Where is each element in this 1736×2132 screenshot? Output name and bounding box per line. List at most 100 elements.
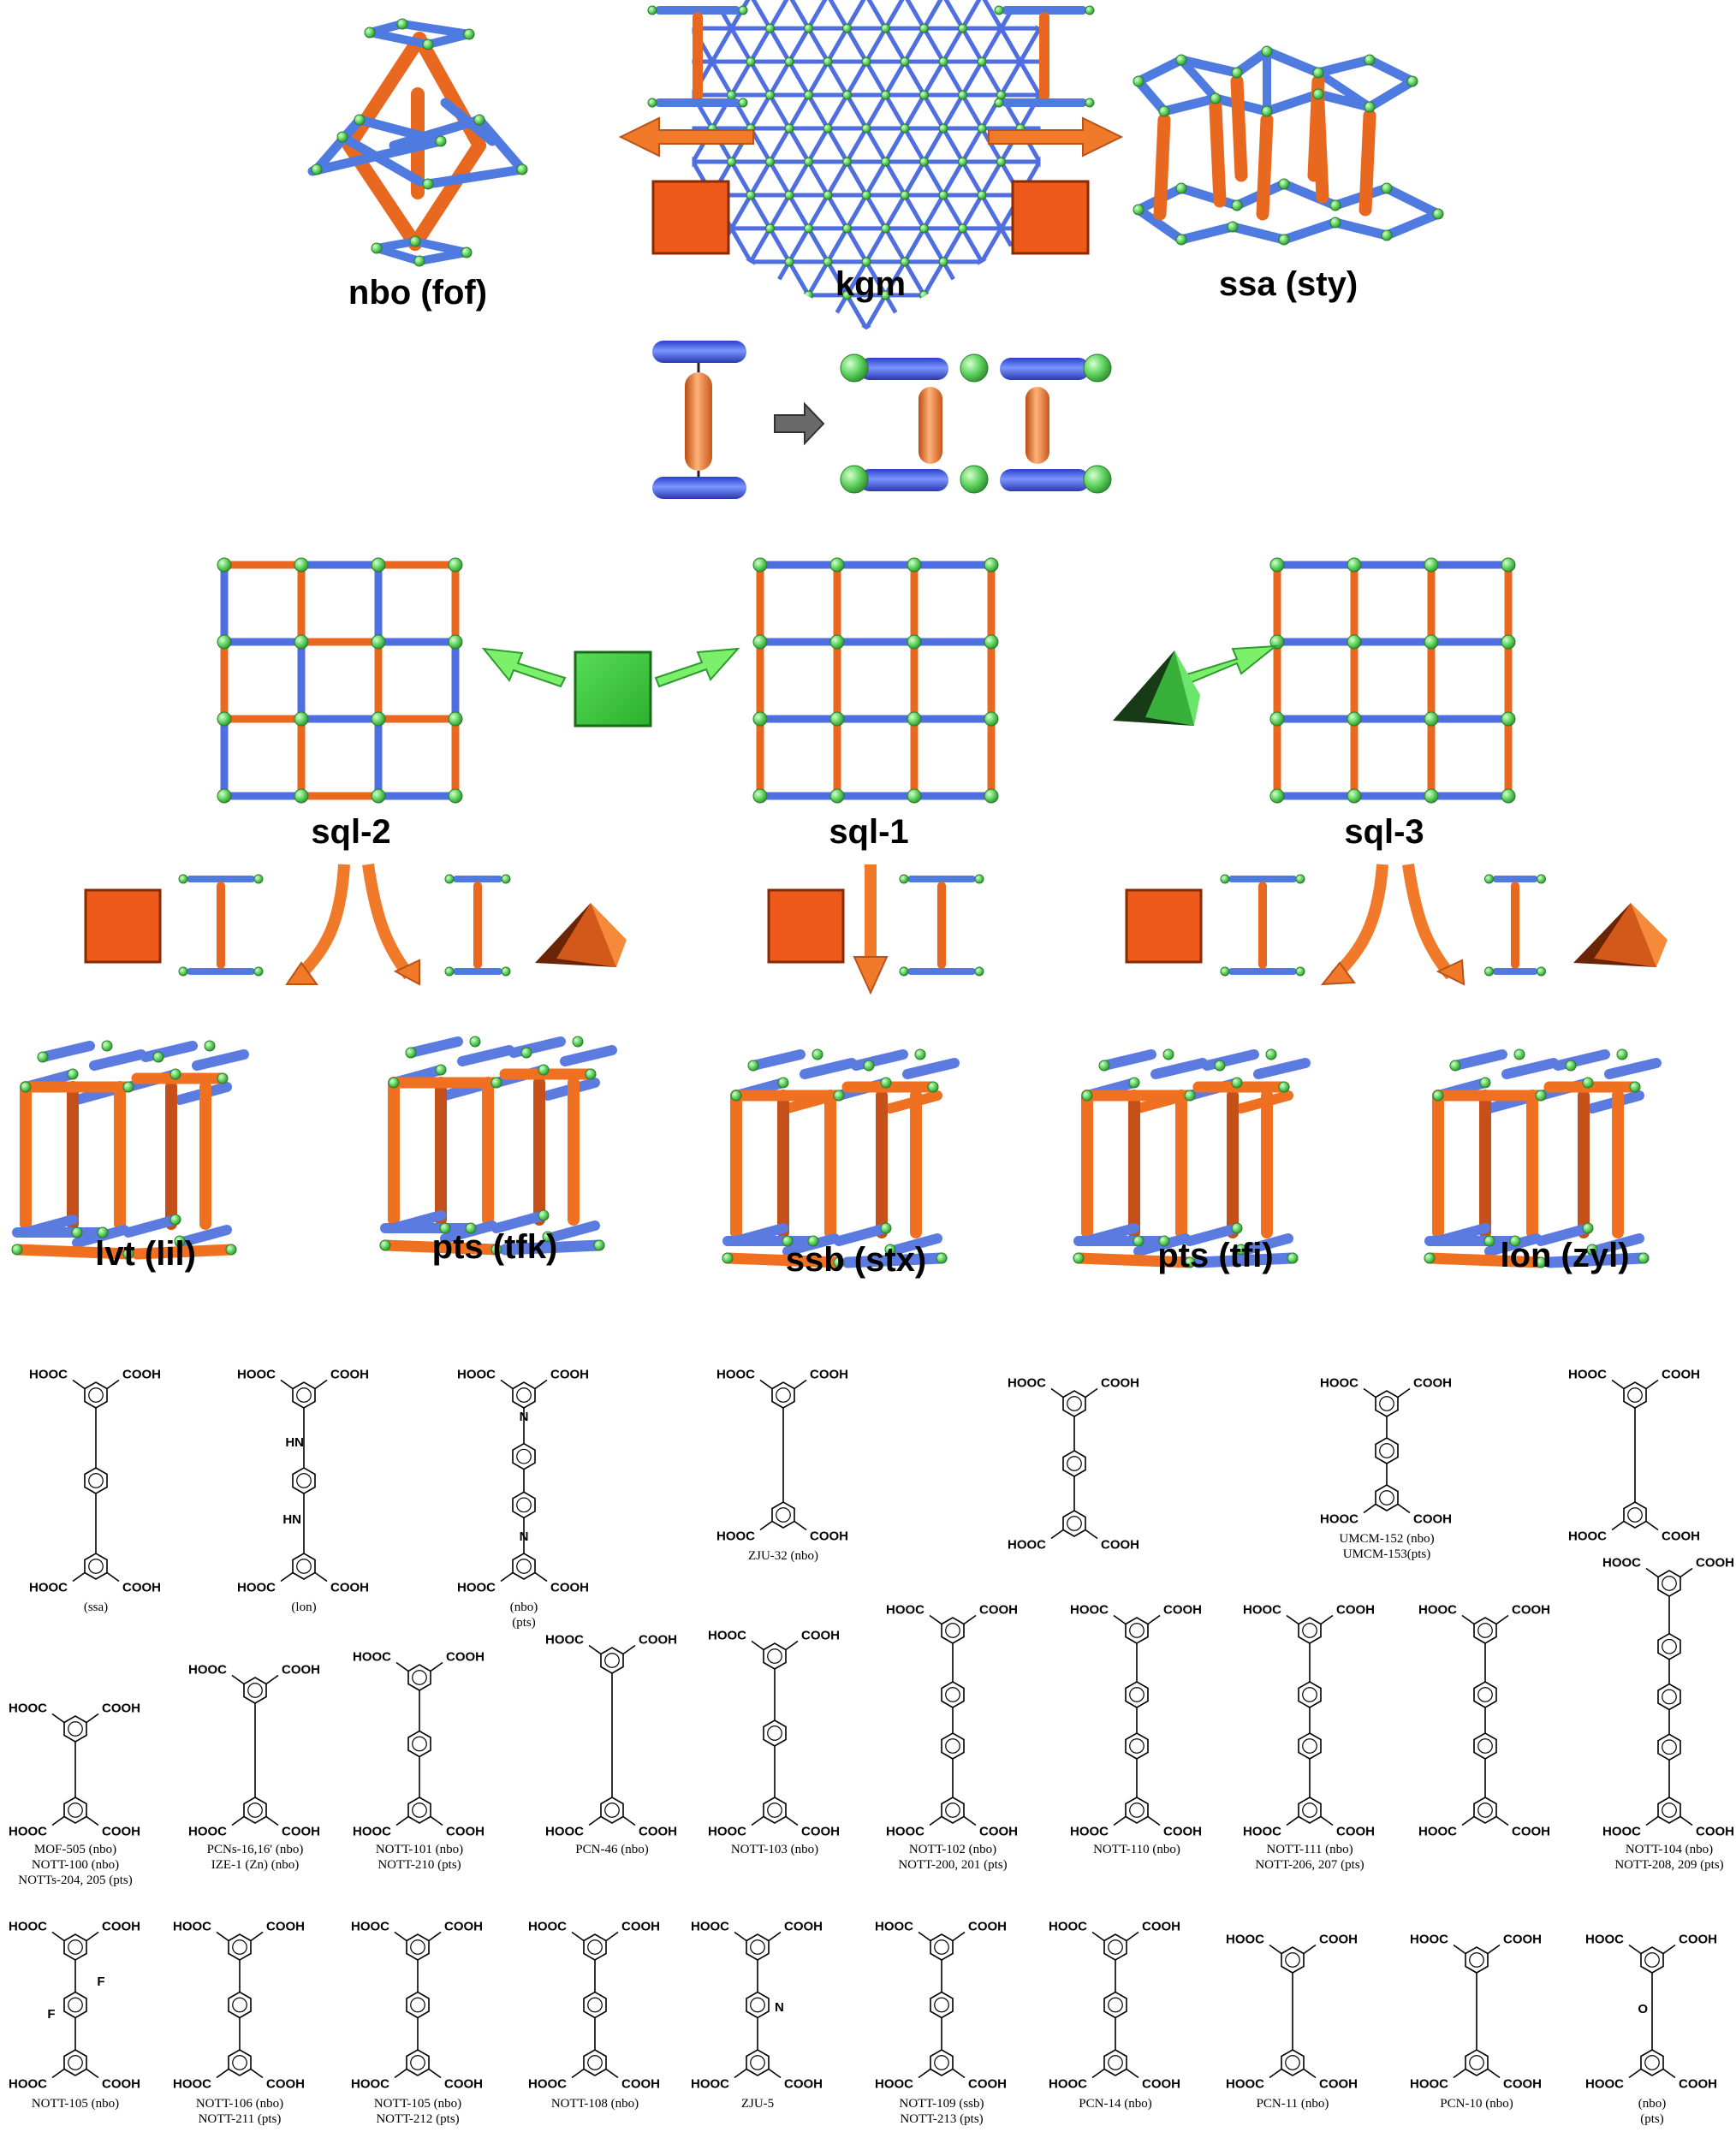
chem-group: HOOC	[545, 1825, 584, 1839]
chem-group: HOOC	[1049, 1920, 1087, 1934]
molecule-caption: UMCM-152 (nbo)	[1339, 1532, 1434, 1546]
chem-group: COOH	[801, 1825, 840, 1839]
chem-group: HOOC	[188, 1663, 227, 1678]
molecule-caption: NOTT-213 (pts)	[900, 2112, 983, 2126]
chem-group: COOH	[1503, 2077, 1542, 2092]
chem-group: HOOC	[351, 2077, 389, 2092]
net-ssa-sty	[1133, 45, 1444, 246]
molecule-caption: NOTT-211 (pts)	[199, 2112, 282, 2126]
chem-group: COOH	[444, 2077, 483, 2092]
chem-group: HOOC	[716, 1368, 755, 1382]
molecule-caption: (nbo)	[510, 1600, 538, 1614]
linker-i-large	[652, 341, 746, 499]
chem-group: N	[775, 2000, 784, 2015]
label-kgm: kgm	[835, 265, 906, 303]
square-sbu-ssb	[767, 888, 845, 964]
molecule-caption: MOF-505 (nbo)	[34, 1843, 116, 1856]
chem-group: COOH	[784, 1920, 823, 1934]
chem-group: COOH	[550, 1581, 589, 1595]
chem-group: COOH	[122, 1581, 161, 1595]
molecule-caption: NOTT-103 (nbo)	[731, 1843, 818, 1856]
molecule-caption: ZJU-32 (nbo)	[748, 1549, 818, 1563]
grid-sql-3	[1269, 557, 1516, 804]
chem-group: HN	[282, 1512, 301, 1527]
chem-group: HOOC	[1226, 2077, 1264, 2092]
chem-group: HOOC	[173, 1920, 211, 1934]
chem-group: HOOC	[1226, 1933, 1264, 1947]
label-pts-tfi: pts (tfi)	[1157, 1237, 1274, 1274]
chem-group: HOOC	[1568, 1368, 1607, 1382]
chem-group: HOOC	[886, 1825, 924, 1839]
molecule-caption: NOTT-100 (nbo)	[32, 1858, 119, 1872]
molecule-caption: NOTT-200, 201 (pts)	[898, 1858, 1007, 1872]
chem-group: HOOC	[1243, 1603, 1281, 1618]
chem-group: COOH	[266, 1920, 305, 1934]
chem-group: COOH	[1696, 1556, 1734, 1571]
chem-group: COOH	[1336, 1603, 1375, 1618]
label-sql-2: sql-2	[311, 813, 390, 851]
chem-group: COOH	[968, 1920, 1007, 1934]
chem-group: HOOC	[9, 1825, 47, 1839]
chem-group: COOH	[1142, 1920, 1180, 1934]
net-ssb-stx	[722, 1048, 960, 1268]
chem-group: HOOC	[173, 2077, 211, 2092]
chem-group: HOOC	[1320, 1512, 1358, 1527]
chem-group: HOOC	[353, 1650, 391, 1665]
chem-group: COOH	[1662, 1368, 1700, 1382]
label-ssa-sty: ssa (sty)	[1219, 265, 1358, 303]
chem-group: HOOC	[545, 1633, 584, 1648]
net-lvt-lil	[11, 1040, 249, 1260]
chem-group: COOH	[1503, 1933, 1542, 1947]
molecule-caption: NOTT-208, 209 (pts)	[1614, 1858, 1723, 1872]
molecule-caption: NOTT-111 (nbo)	[1266, 1843, 1353, 1856]
chem-group: HOOC	[9, 1701, 47, 1716]
arrow-green-left-icon	[481, 647, 567, 688]
label-sql-1: sql-1	[829, 813, 908, 851]
chem-group: COOH	[1336, 1825, 1375, 1839]
chem-group: COOH	[446, 1825, 485, 1839]
chem-group: COOH	[550, 1368, 589, 1382]
chem-group: COOH	[1512, 1603, 1550, 1618]
molecule-caption: (nbo)	[1638, 2097, 1667, 2111]
chem-group: HOOC	[188, 1825, 227, 1839]
chem-group: COOH	[810, 1529, 848, 1544]
chem-group: COOH	[266, 2077, 305, 2092]
chem-group: HOOC	[528, 1920, 567, 1934]
green-square-sbu	[574, 650, 652, 727]
chem-group: HOOC	[528, 2077, 567, 2092]
chem-group: HOOC	[1418, 1825, 1457, 1839]
molecule-caption: NOTT-109 (ssb)	[899, 2097, 984, 2111]
chem-group: COOH	[639, 1825, 677, 1839]
chem-group: HOOC	[457, 1581, 496, 1595]
chem-group: HOOC	[1008, 1538, 1046, 1553]
chem-group: COOH	[979, 1825, 1018, 1839]
molecule-caption: NOTT-108 (nbo)	[551, 2097, 639, 2111]
molecule-caption: PCNs-16,16' (nbo)	[207, 1843, 304, 1856]
chem-group: COOH	[330, 1368, 369, 1382]
chem-group: COOH	[1679, 2077, 1717, 2092]
chem-group: HOOC	[1602, 1825, 1641, 1839]
chem-group: HOOC	[9, 2077, 47, 2092]
molecule-caption: NOTTs-204, 205 (pts)	[18, 1874, 133, 1887]
chem-group: HOOC	[457, 1368, 496, 1382]
chem-group: HOOC	[716, 1529, 755, 1544]
chem-group: HOOC	[1418, 1603, 1457, 1618]
chem-group: HOOC	[29, 1368, 68, 1382]
molecule-caption: IZE-1 (Zn) (nbo)	[211, 1858, 299, 1872]
arrow-green-right-icon	[654, 647, 740, 688]
molecule-caption: NOTT-105 (nbo)	[32, 2097, 119, 2111]
chem-group: COOH	[102, 1825, 140, 1839]
chem-group: HOOC	[29, 1581, 68, 1595]
molecule-caption: (pts)	[512, 1616, 536, 1630]
chem-group: HOOC	[353, 1825, 391, 1839]
chem-group: COOH	[122, 1368, 161, 1382]
chem-group: HOOC	[691, 2077, 729, 2092]
grid-sql-1	[752, 557, 999, 804]
molecule-caption: (ssa)	[84, 1600, 108, 1614]
net-pts-tfk	[379, 1036, 617, 1256]
molecule-caption: PCN-11 (nbo)	[1257, 2097, 1329, 2111]
net-pts-tfi	[1073, 1048, 1311, 1268]
label-lvt-lil: lvt (lil)	[95, 1235, 196, 1273]
